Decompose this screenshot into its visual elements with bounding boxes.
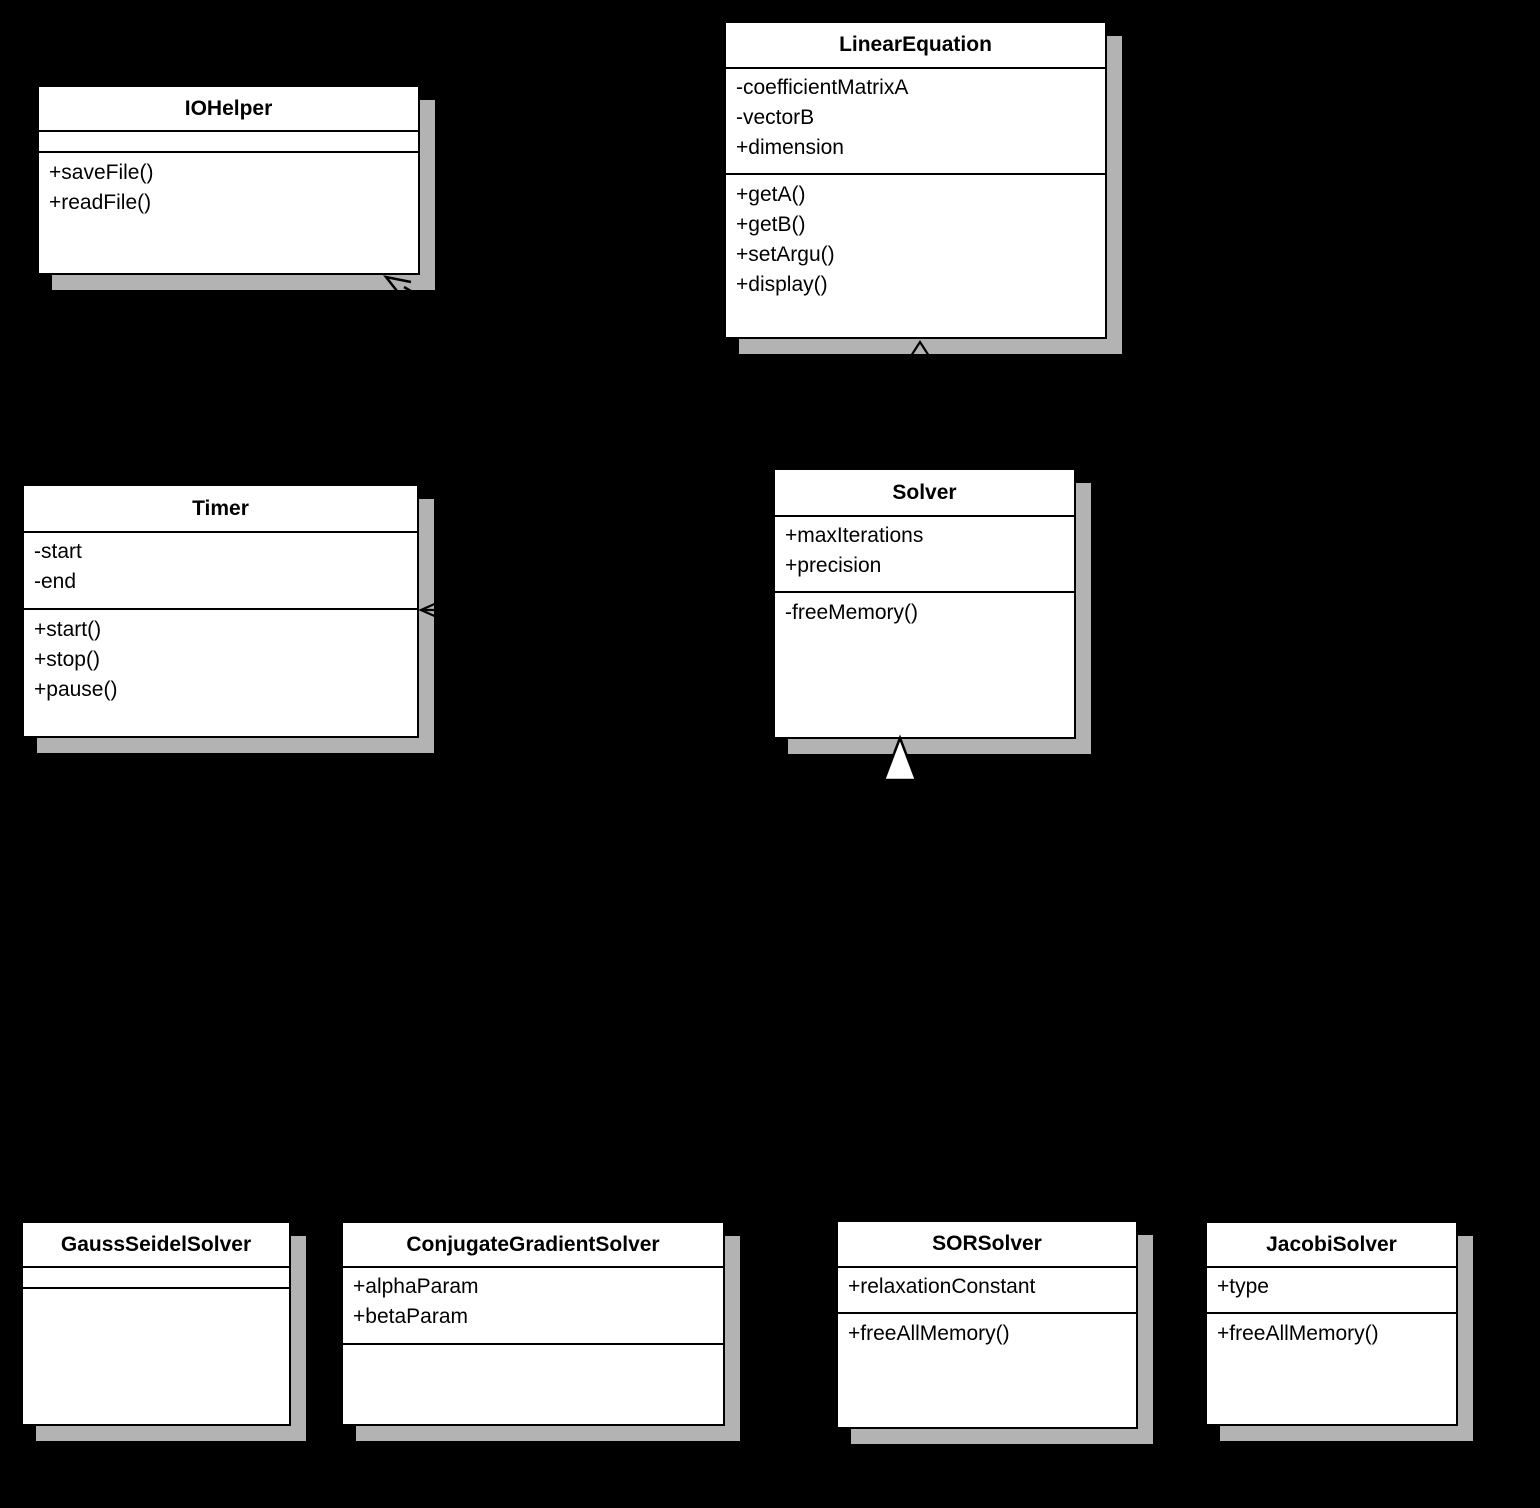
class-title: LinearEquation [726, 23, 1105, 69]
class-box-timer: Timer -start -end +start() +stop() +paus… [22, 484, 419, 738]
attribute-row: -end [34, 570, 77, 593]
method-row: +getA() [736, 183, 806, 206]
class-title: JacobiSolver [1207, 1223, 1456, 1268]
methods-section: -freeMemory() [775, 593, 1074, 628]
generalization-arrowhead-icon [910, 339, 930, 357]
class-box-gaussseidelsolver: GaussSeidelSolver [21, 1221, 291, 1426]
attribute-row: +maxIterations [785, 524, 924, 547]
method-row: +pause() [34, 678, 118, 701]
attribute-row: -coefficientMatrixA [736, 76, 909, 99]
association-arrowhead-icon [418, 600, 440, 620]
methods-section: +freeAllMemory() [838, 1314, 1136, 1349]
attribute-row: +precision [785, 554, 882, 577]
attributes-section: -coefficientMatrixA -vectorB +dimension [726, 69, 1105, 175]
method-row: +saveFile() [49, 161, 154, 184]
attributes-section: -start -end [24, 533, 417, 610]
attributes-section: +type [1207, 1268, 1456, 1314]
attributes-section: +maxIterations +precision [775, 517, 1074, 593]
methods-section: +start() +stop() +pause() [24, 610, 417, 705]
class-box-conjugategradientsolver: ConjugateGradientSolver +alphaParam +bet… [341, 1221, 725, 1426]
class-title: Timer [24, 486, 417, 533]
methods-section: +getA() +getB() +setArgu() +display() [726, 175, 1105, 300]
class-box-solver: Solver +maxIterations +precision -freeMe… [773, 468, 1076, 739]
attributes-section [39, 132, 418, 153]
method-row: +start() [34, 618, 102, 641]
attribute-row: -vectorB [736, 106, 815, 129]
class-title: IOHelper [39, 87, 418, 132]
class-title: SORSolver [838, 1222, 1136, 1268]
dependency-arrowhead-icon [382, 275, 415, 295]
attributes-section: +alphaParam +betaParam [343, 1268, 723, 1345]
class-box-sorsolver: SORSolver +relaxationConstant +freeAllMe… [836, 1220, 1138, 1429]
method-row: +getB() [736, 213, 806, 236]
class-box-iohelper: IOHelper +saveFile() +readFile() [37, 85, 420, 275]
attributes-section [23, 1268, 289, 1289]
method-row: +readFile() [49, 191, 152, 214]
method-row: +freeAllMemory() [848, 1322, 1010, 1345]
attribute-row: +relaxationConstant [848, 1275, 1036, 1298]
class-title: ConjugateGradientSolver [343, 1223, 723, 1268]
class-box-linearequation: LinearEquation -coefficientMatrixA -vect… [724, 21, 1107, 339]
attribute-row: -start [34, 540, 82, 563]
methods-section: +freeAllMemory() [1207, 1314, 1456, 1349]
method-row: +stop() [34, 648, 100, 671]
class-box-jacobisolver: JacobiSolver +type +freeAllMemory() [1205, 1221, 1458, 1426]
methods-section [343, 1345, 723, 1350]
attribute-row: +betaParam [353, 1305, 468, 1328]
attribute-row: +type [1217, 1275, 1269, 1298]
generalization-triangle-icon [882, 734, 918, 782]
methods-section: +saveFile() +readFile() [39, 153, 418, 218]
methods-section [23, 1289, 289, 1294]
class-title: Solver [775, 470, 1074, 517]
attribute-row: +dimension [736, 136, 844, 159]
class-title: GaussSeidelSolver [23, 1223, 289, 1268]
attribute-row: +alphaParam [353, 1275, 479, 1298]
attributes-section: +relaxationConstant [838, 1268, 1136, 1314]
method-row: -freeMemory() [785, 601, 919, 624]
method-row: +display() [736, 273, 828, 296]
method-row: +freeAllMemory() [1217, 1322, 1379, 1345]
method-row: +setArgu() [736, 243, 835, 266]
